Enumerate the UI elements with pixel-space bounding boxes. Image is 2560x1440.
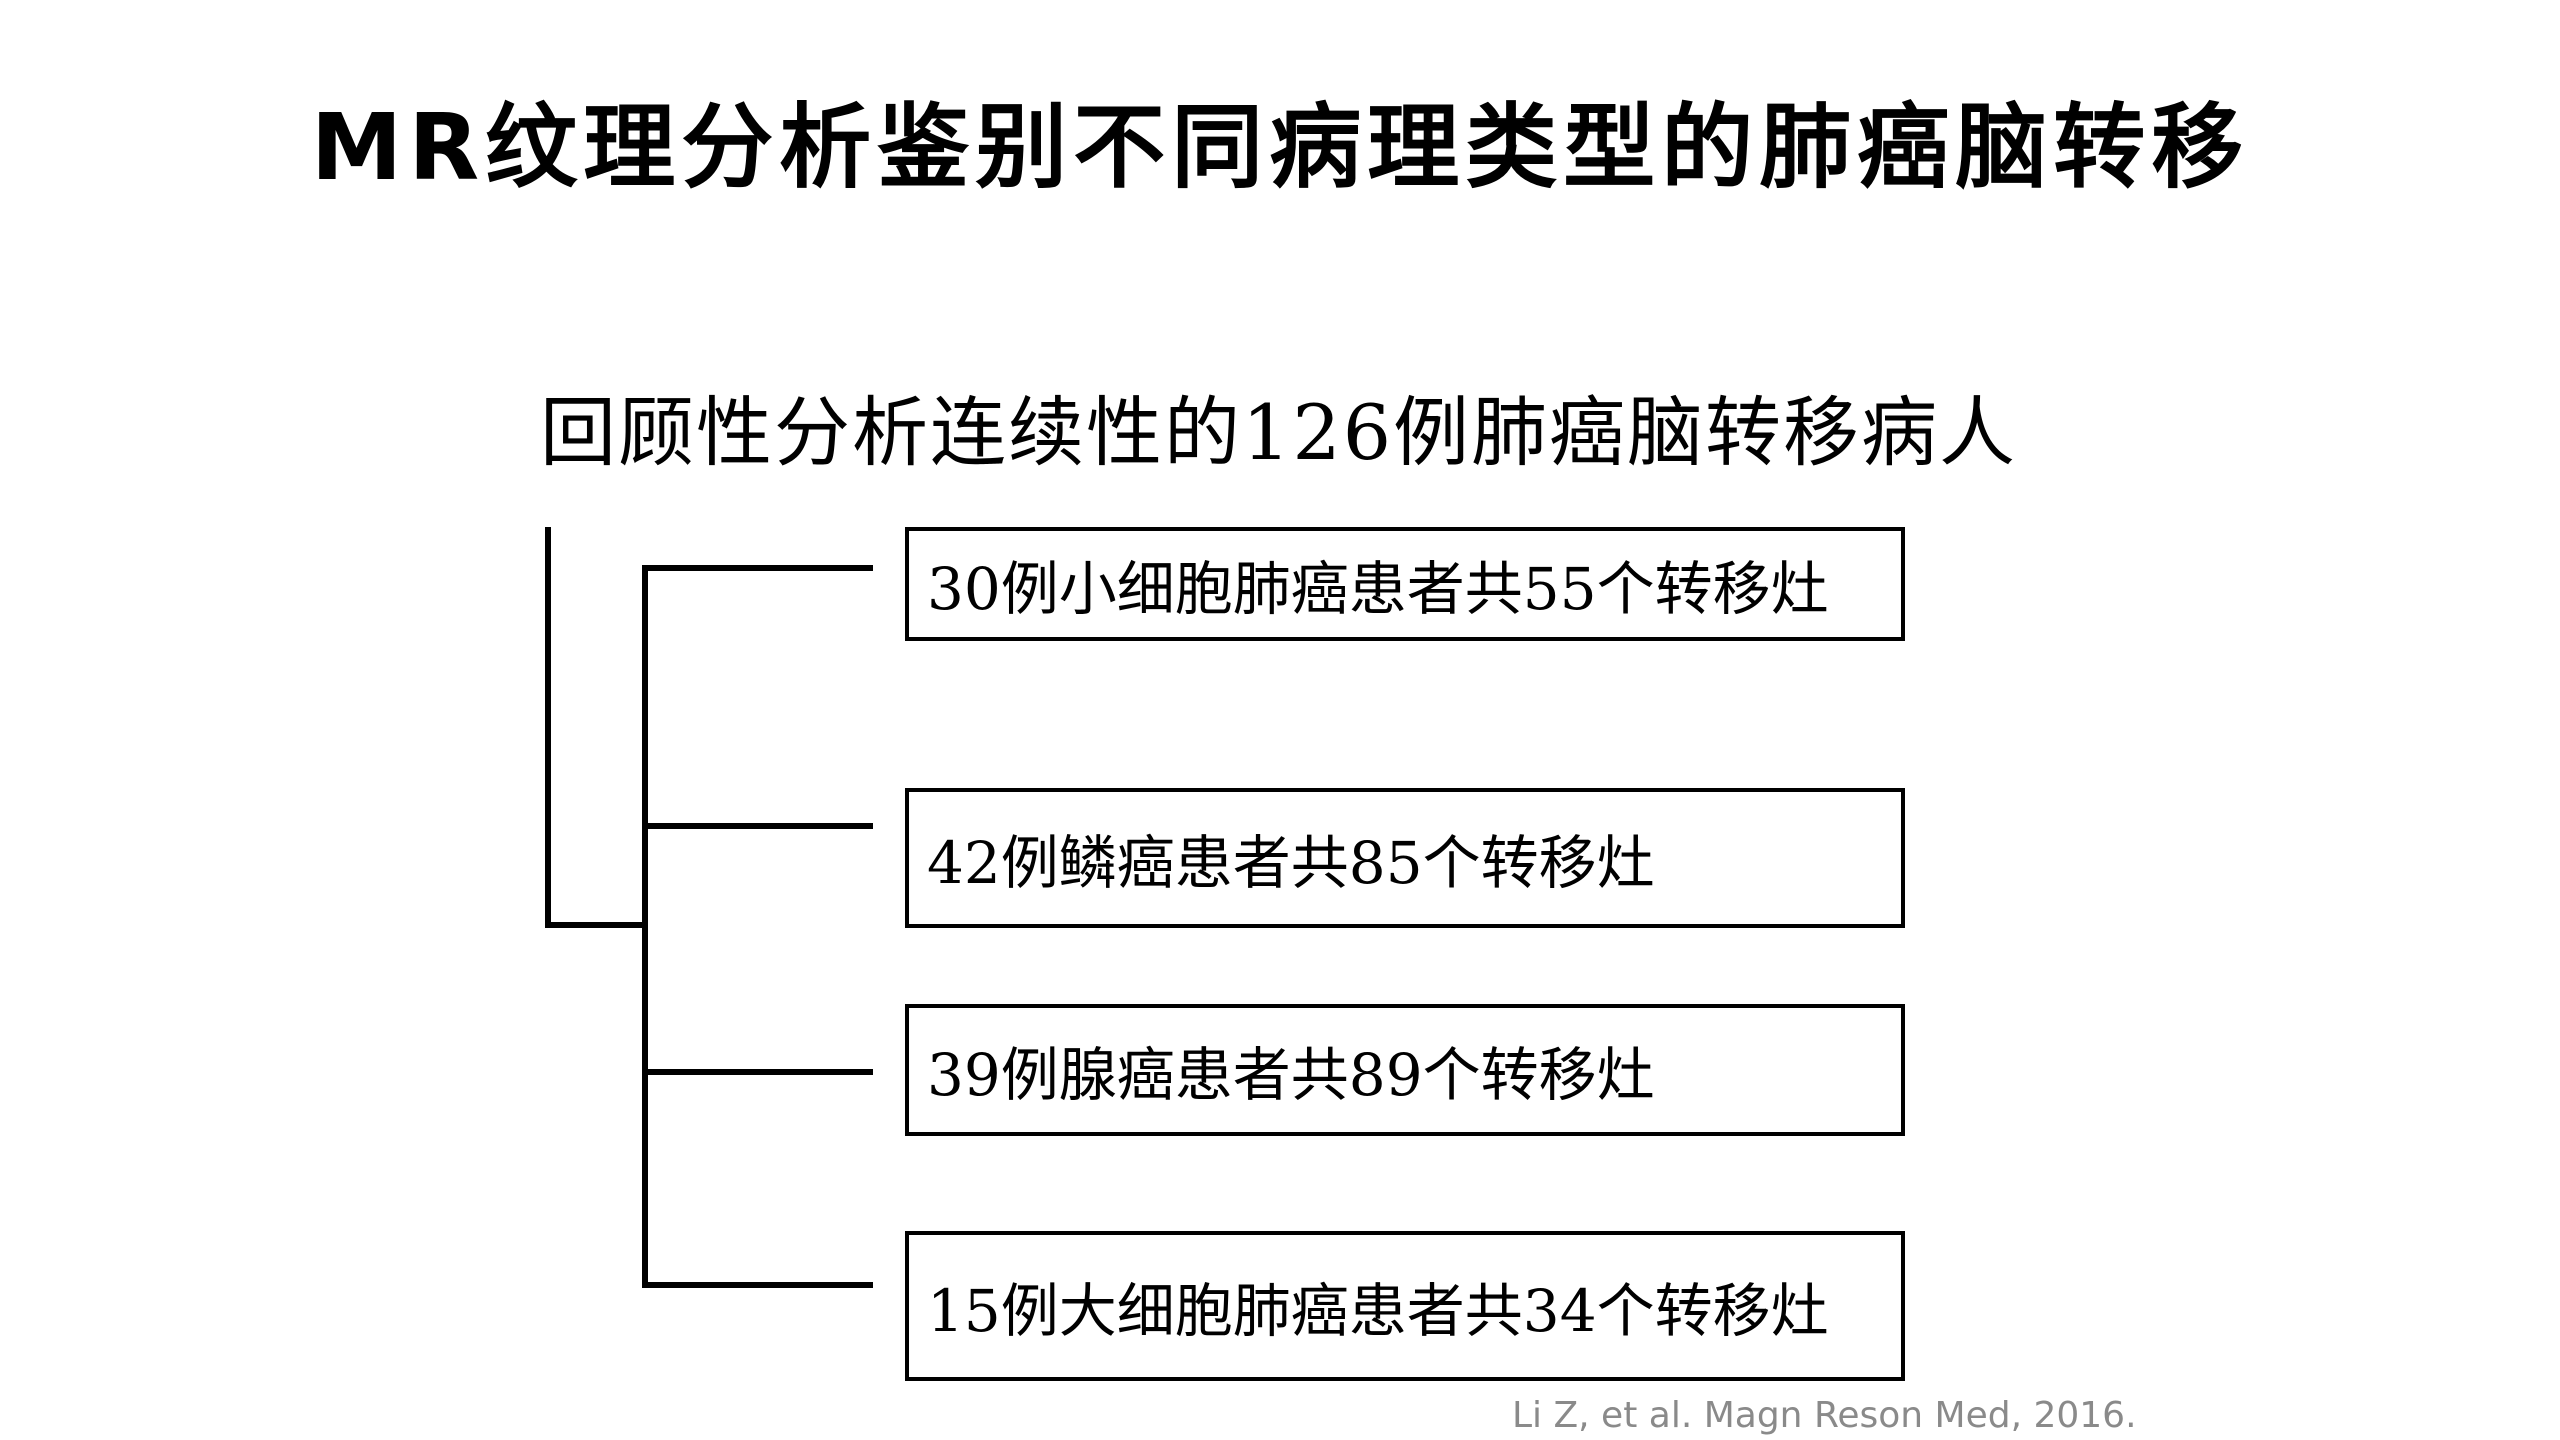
group-label-adenocarcinoma: 39例腺癌患者共89个转移灶 [927,1041,1655,1109]
group-box-adenocarcinoma: 39例腺癌患者共89个转移灶 [905,1004,1905,1136]
group-label-small-cell: 30例小细胞肺癌患者共55个转移灶 [927,555,1829,623]
group-box-small-cell: 30例小细胞肺癌患者共55个转移灶 [905,527,1905,641]
citation: Li Z, et al. Magn Reson Med, 2016. [1512,1395,2137,1436]
group-label-squamous: 42例鳞癌患者共85个转移灶 [927,829,1655,897]
group-label-large-cell: 15例大细胞肺癌患者共34个转移灶 [927,1277,1829,1345]
group-box-squamous: 42例鳞癌患者共85个转移灶 [905,788,1905,928]
group-box-large-cell: 15例大细胞肺癌患者共34个转移灶 [905,1231,1905,1381]
slide-title: MR纹理分析鉴别不同病理类型的肺癌脑转移 [310,94,2250,201]
cohort-subtitle: 回顾性分析连续性的126例肺癌脑转移病人 [540,388,2018,477]
